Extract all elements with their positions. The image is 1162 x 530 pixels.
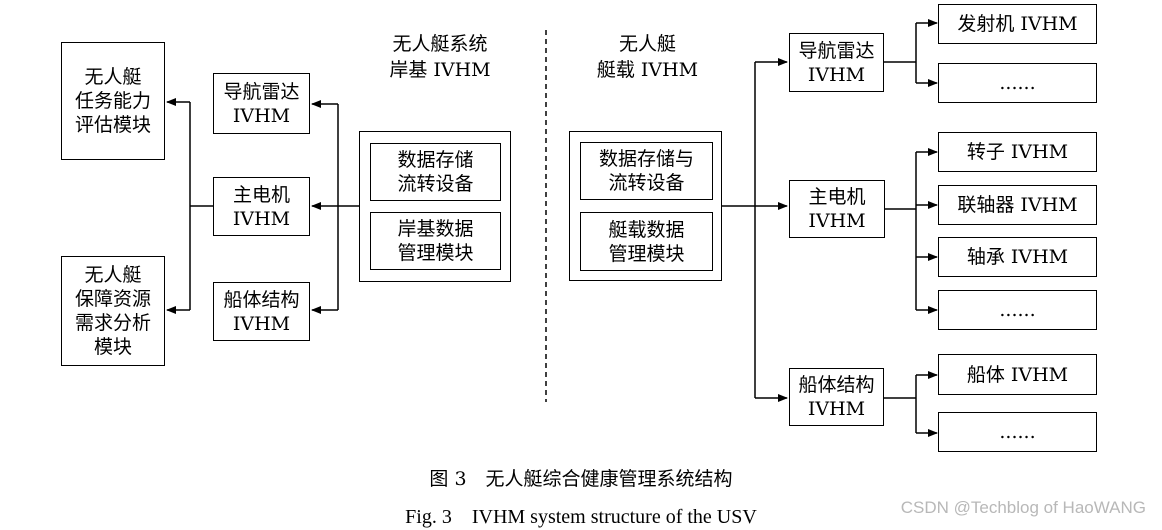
shore-hull-ivhm-box: 船体结构 IVHM: [213, 282, 310, 341]
boat-hull-ivhm-box: 船体结构 IVHM: [789, 368, 884, 426]
transmitter-ivhm-box: 发射机 IVHM: [938, 4, 1097, 44]
boat-motor-ivhm-box: 主电机 IVHM: [789, 180, 885, 238]
shore-radar-ivhm-box: 导航雷达 IVHM: [213, 73, 310, 134]
shore-data-frame: [359, 131, 511, 282]
boat-data-module-box: 艇载数据 管理模块: [580, 212, 713, 271]
motor-placeholder-box: ......: [938, 290, 1097, 330]
hull-sub-ivhm-box: 船体 IVHM: [938, 354, 1097, 395]
coupling-ivhm-box: 联轴器 IVHM: [938, 185, 1097, 225]
support-resource-module-box: 无人艇 保障资源 需求分析 模块: [61, 256, 165, 366]
bearing-ivhm-box: 轴承 IVHM: [938, 237, 1097, 277]
watermark: CSDN @Techblog of HaoWANG: [900, 498, 1146, 517]
shore-data-module-box: 岸基数据 管理模块: [370, 212, 501, 270]
boat-data-frame: [569, 131, 722, 281]
figure-caption-en: Fig. 3 IVHM system structure of the USV: [405, 506, 757, 528]
radar-placeholder-box: ......: [938, 63, 1097, 103]
figure-caption-zh: 图 3 无人艇综合健康管理系统结构: [429, 468, 733, 490]
hull-placeholder-box: ......: [938, 412, 1097, 452]
mission-capability-module-box: 无人艇 任务能力 评估模块: [61, 42, 165, 160]
rotor-ivhm-box: 转子 IVHM: [938, 132, 1097, 172]
boat-storage-box: 数据存储与 流转设备: [580, 142, 713, 200]
shore-storage-box: 数据存储 流转设备: [370, 143, 501, 201]
boat-ivhm-title: 无人艇 艇载 IVHM: [596, 33, 699, 81]
boat-radar-ivhm-box: 导航雷达 IVHM: [789, 33, 884, 92]
shore-ivhm-title: 无人艇系统 岸基 IVHM: [389, 33, 491, 81]
shore-motor-ivhm-box: 主电机 IVHM: [213, 177, 310, 236]
